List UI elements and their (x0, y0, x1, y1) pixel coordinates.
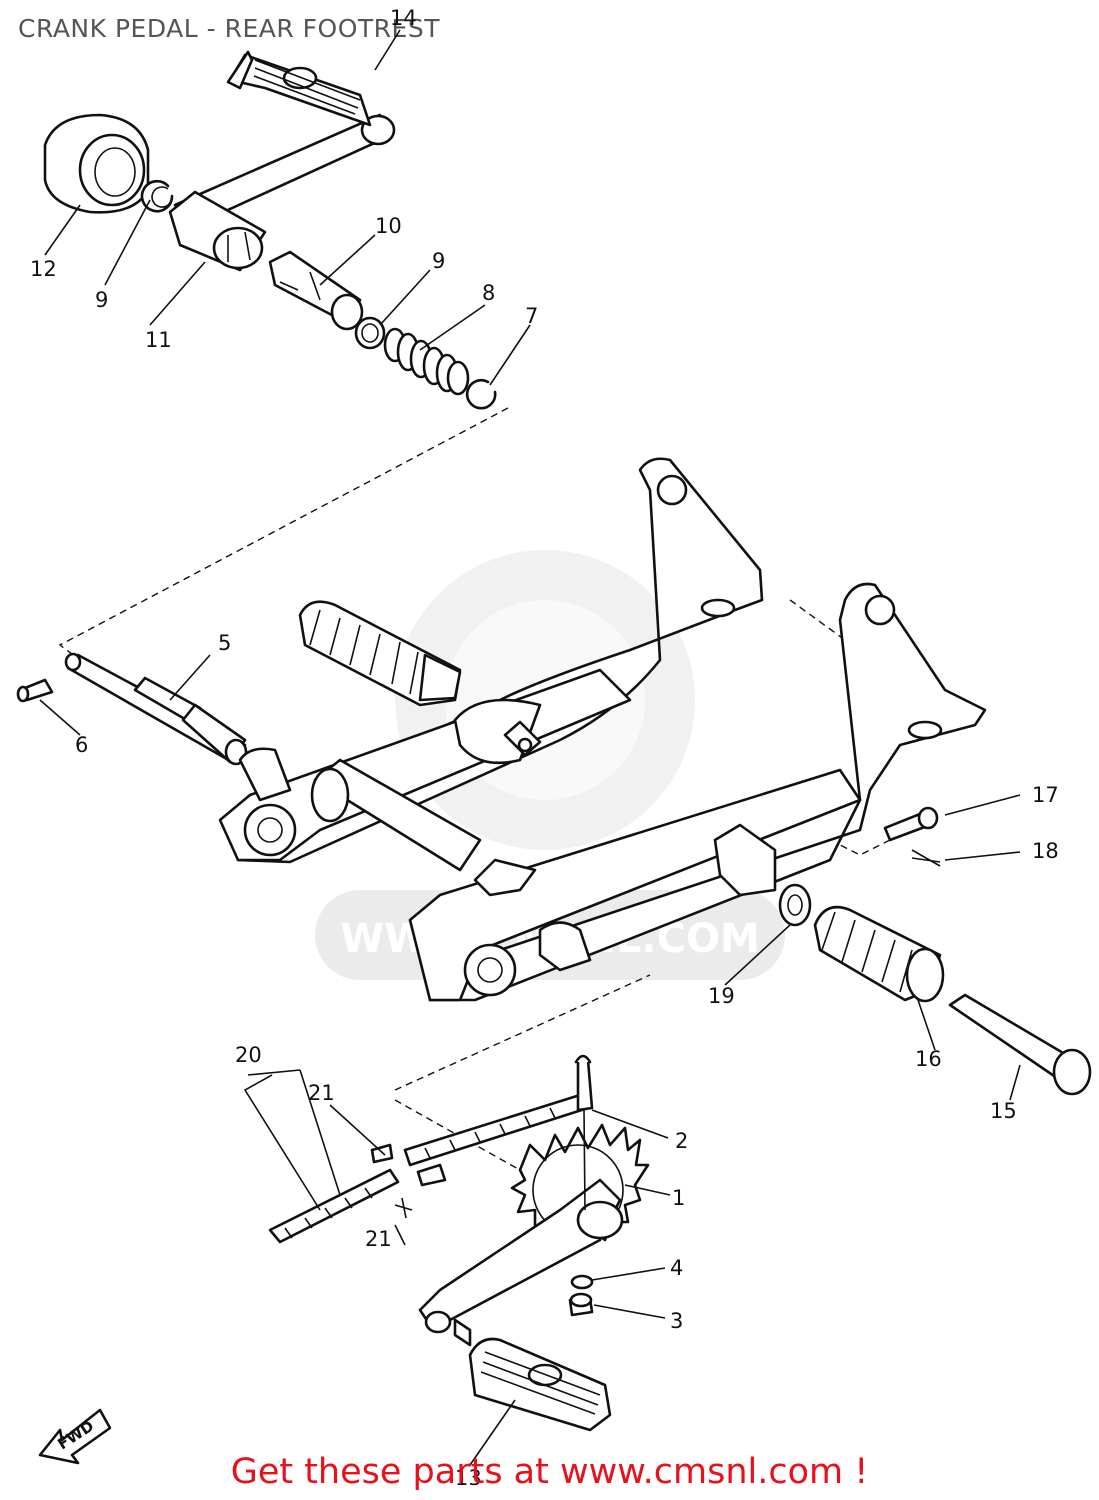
footrest-bracket-right (408, 582, 987, 1002)
callout-8: 8 (482, 281, 495, 305)
spring (383, 327, 470, 396)
callout-9-right: 9 (432, 249, 445, 273)
callout-15: 15 (990, 1099, 1017, 1123)
sprocket-crank-assembly (418, 1054, 650, 1334)
clip-7 (465, 378, 497, 410)
callout-18: 18 (1032, 839, 1059, 863)
pin-6 (16, 678, 54, 703)
callout-13: 13 (455, 1466, 482, 1490)
callout-5: 5 (218, 631, 231, 655)
leader-lines (39, 29, 1021, 1466)
callout-4: 4 (670, 1256, 683, 1280)
callout-7: 7 (525, 304, 538, 328)
footrest-shaft-15 (948, 993, 1092, 1096)
callout-10: 10 (375, 214, 402, 238)
circlip-9a (140, 179, 174, 213)
footrest-rubber-left (298, 600, 462, 707)
circlip-9b (354, 316, 386, 350)
callout-21-broken-link-note: 21 (365, 1227, 392, 1251)
callout-9-left: 9 (95, 288, 108, 312)
footrest-bracket-left (218, 457, 764, 872)
page-title: CRANK PEDAL - REAR FOOTREST (18, 14, 440, 43)
washer-19 (778, 883, 812, 927)
footrest-rubber-right (813, 905, 945, 1003)
callout-12: 12 (30, 257, 57, 281)
arrow-left-icon (38, 1408, 112, 1465)
crank-pedal-upper (173, 50, 396, 227)
callout-2: 2 (675, 1129, 688, 1153)
crank-pedal-lower (453, 1318, 612, 1432)
callout-6: 6 (75, 733, 88, 757)
callout-19: 19 (708, 984, 735, 1008)
callout-17: 17 (1032, 783, 1059, 807)
pin-17 (883, 806, 939, 842)
callout-14: 14 (390, 6, 417, 30)
shaft-5 (64, 652, 248, 766)
collar (168, 190, 267, 272)
cta-link[interactable]: Get these parts at www.cmsnl.com ! (230, 1452, 869, 1492)
shaft (268, 250, 364, 331)
callout-16: 16 (915, 1047, 942, 1071)
callout-1: 1 (672, 1186, 685, 1210)
chain: 21 (268, 1093, 590, 1251)
callout-numbers: 1 2 3 4 5 6 7 8 9 9 10 11 12 13 14 15 16… (30, 6, 1059, 1490)
callout-11: 11 (145, 328, 172, 352)
callout-20: 20 (235, 1043, 262, 1067)
callout-21: 21 (308, 1081, 335, 1105)
callout-3: 3 (670, 1309, 683, 1333)
split-pin-18 (911, 849, 941, 867)
crank-cap (43, 113, 150, 214)
